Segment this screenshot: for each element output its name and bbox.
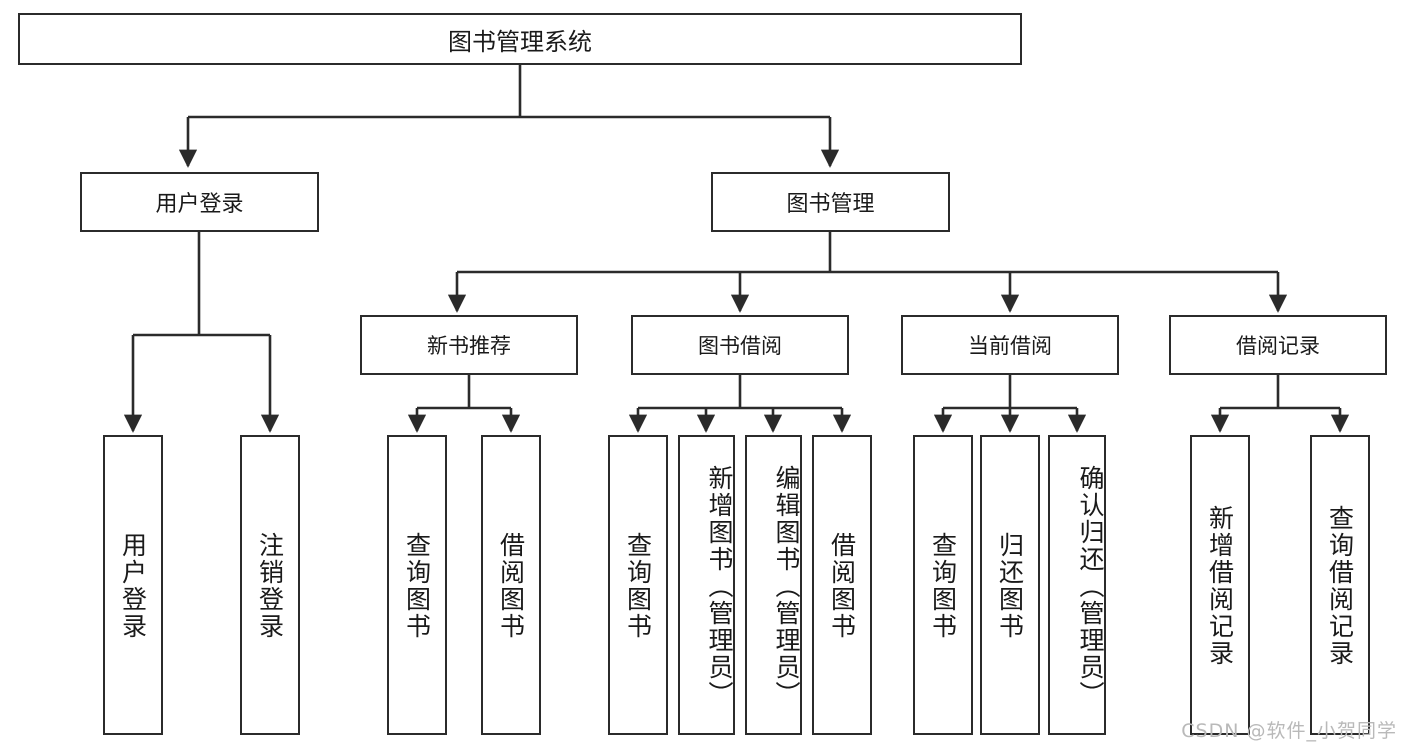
- node-label: 新增借阅记录: [1205, 505, 1235, 667]
- node-leaf-borrow-book-1[interactable]: 借阅图书: [481, 435, 541, 735]
- node-label: 借阅图书: [496, 532, 526, 640]
- node-label: 新书推荐: [427, 334, 511, 358]
- node-leaf-query-book-2[interactable]: 查询图书: [608, 435, 668, 735]
- node-label: 注销登录: [255, 532, 285, 640]
- node-label: 图书管理: [786, 192, 875, 217]
- node-label: 查询图书: [623, 532, 653, 640]
- node-leaf-query-book-1[interactable]: 查询图书: [387, 435, 447, 735]
- node-leaf-return-book[interactable]: 归还图书: [980, 435, 1040, 735]
- node-current-borrow[interactable]: 当前借阅: [901, 315, 1119, 375]
- node-label: 借阅记录: [1236, 334, 1320, 358]
- node-label: 归还图书: [995, 532, 1025, 640]
- node-label: 编辑图书（管理员）: [772, 464, 801, 708]
- node-leaf-borrow-book-2[interactable]: 借阅图书: [812, 435, 872, 735]
- node-user-login[interactable]: 用户登录: [80, 172, 319, 232]
- node-leaf-query-borrow-record[interactable]: 查询借阅记录: [1310, 435, 1370, 735]
- node-leaf-edit-book[interactable]: 编辑图书（管理员）: [745, 435, 802, 735]
- node-label: 查询借阅记录: [1325, 505, 1355, 667]
- node-leaf-add-book[interactable]: 新增图书（管理员）: [678, 435, 735, 735]
- node-leaf-add-borrow-record[interactable]: 新增借阅记录: [1190, 435, 1250, 735]
- node-book-borrow[interactable]: 图书借阅: [631, 315, 849, 375]
- node-label: 用户登录: [155, 192, 244, 217]
- node-label: 图书管理系统: [448, 27, 592, 56]
- node-label: 用户登录: [118, 532, 148, 640]
- node-new-book-recommend[interactable]: 新书推荐: [360, 315, 578, 375]
- node-book-manage[interactable]: 图书管理: [711, 172, 950, 232]
- node-leaf-confirm-return[interactable]: 确认归还（管理员）: [1048, 435, 1106, 735]
- node-label: 新增图书（管理员）: [705, 464, 734, 708]
- node-label: 确认归还（管理员）: [1076, 464, 1105, 708]
- node-label: 查询图书: [928, 532, 958, 640]
- node-borrow-record[interactable]: 借阅记录: [1169, 315, 1387, 375]
- node-leaf-user-logout[interactable]: 注销登录: [240, 435, 300, 735]
- node-leaf-query-book-3[interactable]: 查询图书: [913, 435, 973, 735]
- csdn-watermark: CSDN @软件_小贺同学: [1181, 720, 1397, 742]
- node-root-system[interactable]: 图书管理系统: [18, 13, 1022, 65]
- node-label: 当前借阅: [968, 334, 1052, 358]
- node-leaf-user-login[interactable]: 用户登录: [103, 435, 163, 735]
- node-label: 图书借阅: [698, 334, 782, 358]
- node-label: 借阅图书: [827, 532, 857, 640]
- node-label: 查询图书: [402, 532, 432, 640]
